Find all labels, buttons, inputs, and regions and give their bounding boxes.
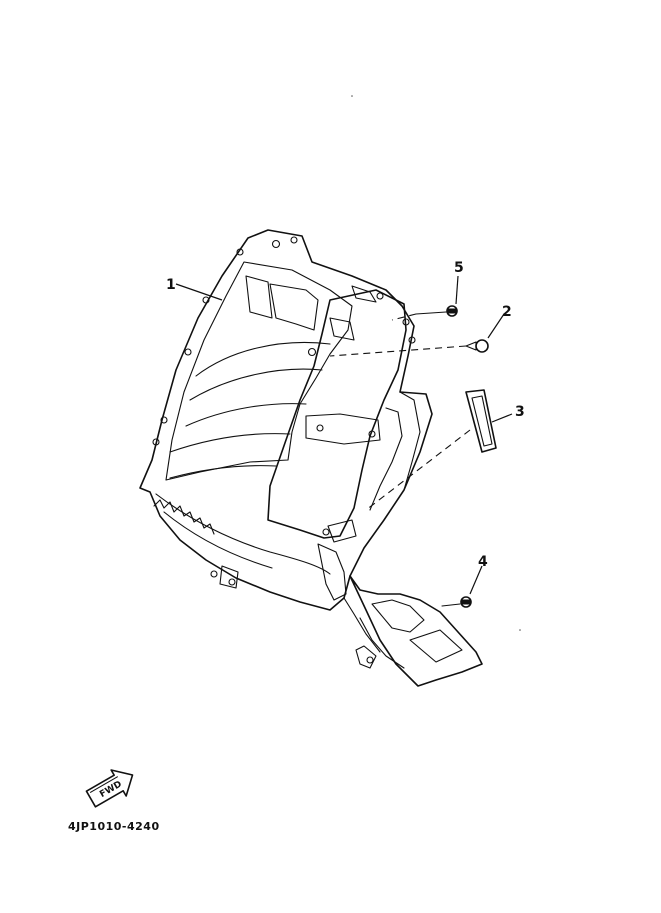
callout-2: 2 [502,304,512,320]
part-5-screw [415,305,458,317]
callout-5: 5 [454,260,464,276]
part-1-leg-shield [139,229,433,664]
fwd-arrow-icon: FWD [85,769,134,808]
part-2-grommet [465,339,489,353]
callout-1: 1 [166,277,176,293]
drawing-code: 4JP1010-4240 [68,820,160,833]
part-3-seal [465,389,497,453]
assembly-lines [329,313,471,511]
part-1-lower-extension [343,575,483,687]
leader-lines [175,275,513,595]
callout-3: 3 [515,404,525,420]
callout-4: 4 [478,554,488,570]
callouts: 1 2 3 4 5 [166,260,525,570]
part-4-screw [441,596,472,608]
